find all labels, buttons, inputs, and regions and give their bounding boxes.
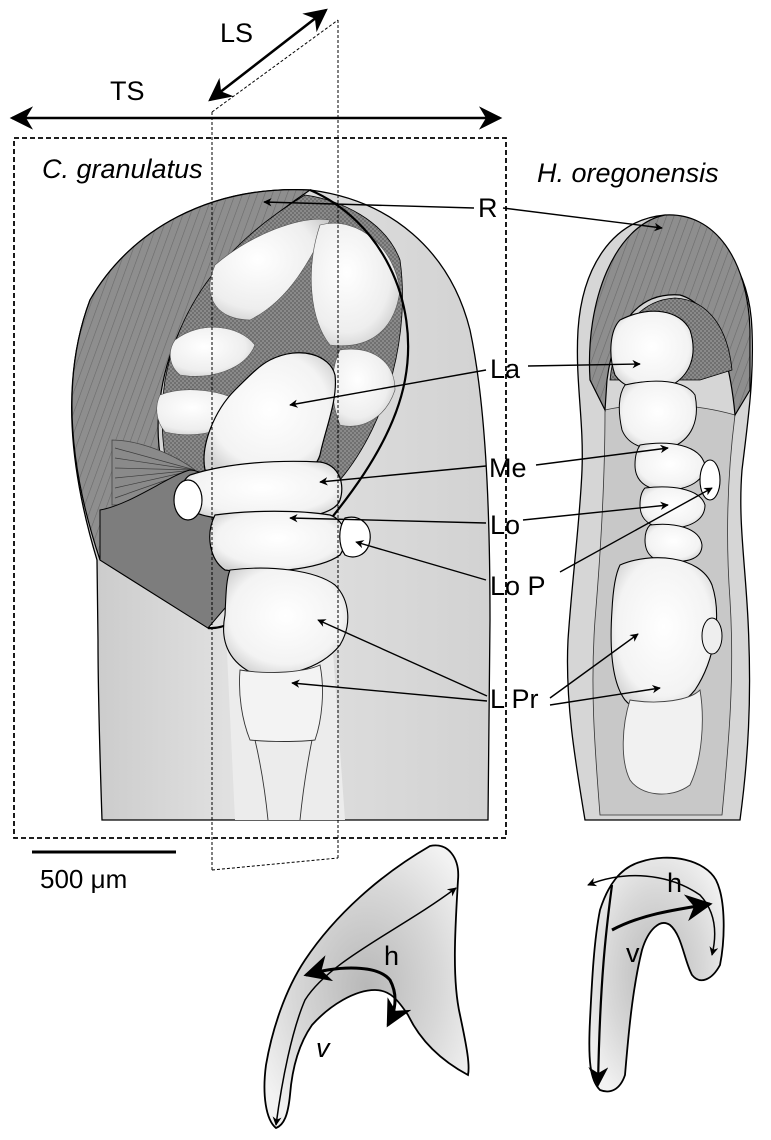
label-la: La bbox=[490, 354, 521, 384]
ts-label: TS bbox=[110, 76, 145, 106]
left-ossicle-lpr-lower bbox=[239, 665, 322, 742]
ls-label: LS bbox=[220, 18, 253, 48]
tooth-left-v: v bbox=[316, 1033, 331, 1063]
left-ossicle-lop bbox=[340, 517, 370, 557]
right-side-knob bbox=[702, 618, 722, 654]
label-me: Me bbox=[489, 453, 527, 483]
label-lpr: L Pr bbox=[490, 684, 539, 714]
label-lo: Lo bbox=[490, 510, 520, 540]
tooth-right-v: v bbox=[626, 938, 640, 968]
right-ossicle-la bbox=[611, 311, 693, 390]
tooth-right: h v bbox=[588, 858, 724, 1092]
right-ossicle-lpr-lower bbox=[623, 690, 702, 794]
tooth-left-outline bbox=[264, 845, 468, 1128]
scale-label: 500 μm bbox=[40, 864, 127, 894]
left-ossicle-lo bbox=[210, 511, 345, 572]
species-left-label: C. granulatus bbox=[42, 154, 203, 184]
left-knob bbox=[174, 480, 202, 520]
tooth-left: h v bbox=[264, 845, 468, 1128]
tooth-left-h: h bbox=[384, 941, 399, 971]
label-lop: Lo P bbox=[490, 571, 546, 601]
species-right-label: H. oregonensis bbox=[537, 158, 719, 188]
leader-r-right bbox=[503, 208, 662, 228]
tooth-right-h: h bbox=[667, 868, 682, 898]
label-r: R bbox=[478, 193, 498, 223]
right-ossicle-2 bbox=[619, 381, 696, 449]
tooth-right-outline bbox=[589, 858, 723, 1092]
c-granulatus-drawing bbox=[72, 190, 490, 820]
right-ossicle-lop bbox=[700, 460, 720, 500]
